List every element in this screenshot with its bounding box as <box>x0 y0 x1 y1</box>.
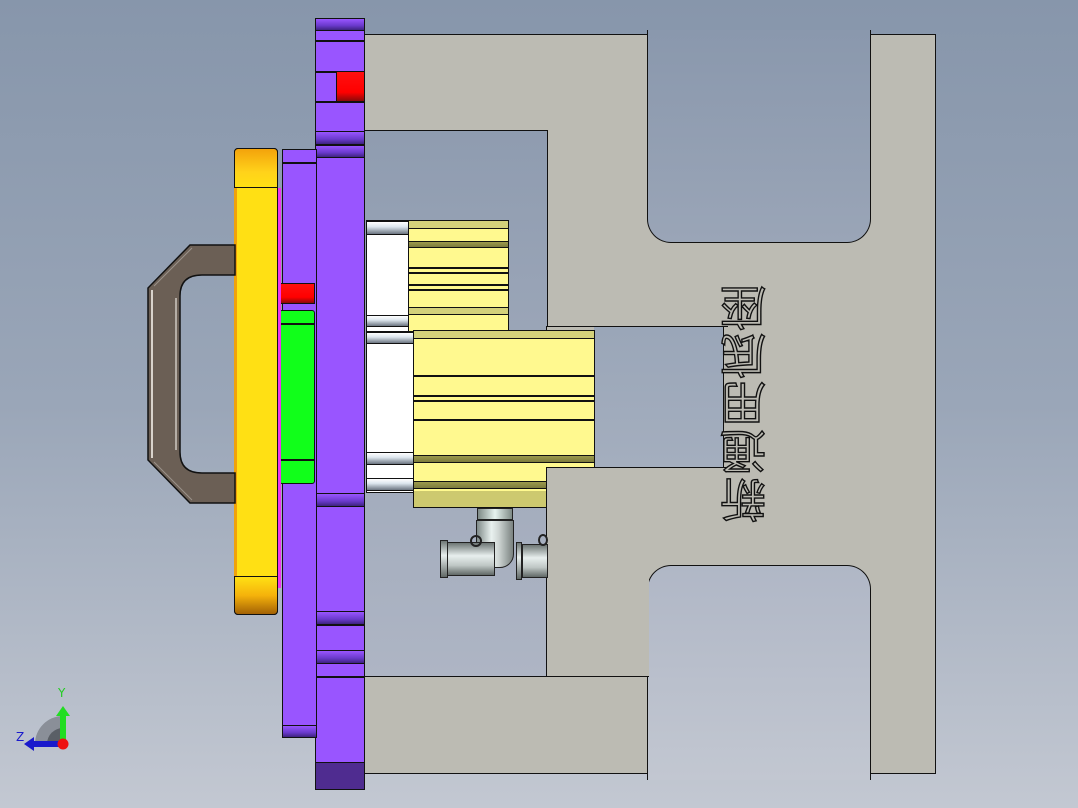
air-cylinder-upper[interactable] <box>408 220 509 332</box>
cylinder-upper-rod-end <box>366 220 410 332</box>
triad-z-label: Z <box>16 730 25 744</box>
plate-step-lower-2 <box>315 650 365 664</box>
plate-chamfer-top <box>315 18 365 31</box>
front-plate-cap-bottom <box>234 576 278 615</box>
base-bottom-slot <box>647 565 871 780</box>
cylinder-lower-rod-end <box>366 331 415 493</box>
front-plate[interactable] <box>234 148 278 615</box>
locator-pin-middle[interactable] <box>277 283 315 304</box>
spacer-strip <box>276 188 281 588</box>
locator-pin-top[interactable] <box>336 71 365 102</box>
clamp-pad[interactable] <box>279 310 315 484</box>
coordinate-triad[interactable]: Y Z <box>12 686 76 752</box>
inner-plate-bottom <box>282 725 317 738</box>
base-tongue-gap <box>594 326 724 468</box>
plate-step-upper-2 <box>315 145 365 158</box>
base-lower-arm <box>546 467 649 677</box>
triad-axes-icon <box>24 706 70 751</box>
engraved-label: 新通用底座 <box>718 282 773 523</box>
straight-fitting[interactable] <box>514 530 548 582</box>
plate-step-mid <box>315 493 365 507</box>
plate-bottom-block <box>315 762 365 790</box>
triad-y-label: Y <box>58 686 66 700</box>
elbow-fitting[interactable] <box>440 508 518 580</box>
plate-step-upper <box>315 131 365 145</box>
handle[interactable] <box>140 240 238 510</box>
plate-step-lower <box>315 611 365 625</box>
front-plate-cap-top <box>234 148 278 188</box>
base-top-slot <box>647 30 871 243</box>
